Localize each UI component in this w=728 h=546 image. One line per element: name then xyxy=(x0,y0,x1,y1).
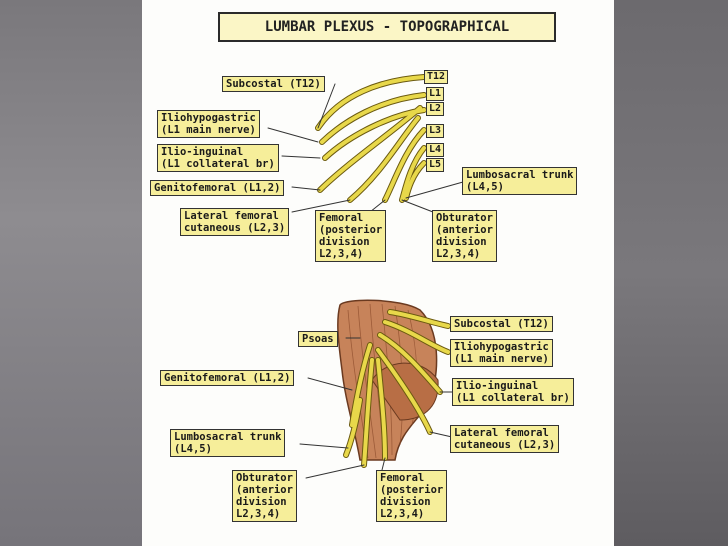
bottom-label-subcostal: Subcostal (T12) xyxy=(450,316,553,332)
bottom-label-femoral: Femoral (posterior division L2,3,4) xyxy=(376,470,448,522)
top-label-subcostal: Subcostal (T12) xyxy=(222,76,325,92)
root-label-l3: L3 xyxy=(426,124,445,138)
bottom-label-psoas: Psoas xyxy=(298,331,338,347)
top-label-iliohypogastric: Iliohypogastric (L1 main nerve) xyxy=(157,110,260,138)
top-label-obturator: Obturator (anterior division L2,3,4) xyxy=(432,210,497,262)
root-label-t12: T12 xyxy=(424,70,449,84)
diagram-title: LUMBAR PLEXUS - TOPOGRAPHICAL xyxy=(218,12,556,42)
bottom-label-obturator: Obturator (anterior division L2,3,4) xyxy=(232,470,297,522)
top-label-ilioinguinal: Ilio-inguinal (L1 collateral br) xyxy=(157,144,279,172)
slide-background-left xyxy=(0,0,142,546)
bottom-nerves xyxy=(299,309,456,479)
bottom-label-ilioinguinal: Ilio-inguinal (L1 collateral br) xyxy=(452,378,574,406)
top-label-lumbosacral: Lumbosacral trunk (L4,5) xyxy=(462,167,578,195)
root-label-l2: L2 xyxy=(426,102,445,116)
root-label-l4: L4 xyxy=(426,143,445,157)
top-nerves xyxy=(267,74,464,213)
root-label-l1: L1 xyxy=(426,87,445,101)
bottom-label-lateral-femoral: Lateral femoral cutaneous (L2,3) xyxy=(450,425,560,453)
top-label-genitofemoral: Genitofemoral (L1,2) xyxy=(150,180,285,196)
slide-background-right xyxy=(614,0,728,546)
bottom-label-iliohypogastric: Iliohypogastric (L1 main nerve) xyxy=(450,339,553,367)
top-label-femoral: Femoral (posterior division L2,3,4) xyxy=(315,210,387,262)
bottom-label-genitofemoral: Genitofemoral (L1,2) xyxy=(160,370,295,386)
bottom-label-lumbosacral: Lumbosacral trunk (L4,5) xyxy=(170,429,286,457)
top-label-lateral-femoral: Lateral femoral cutaneous (L2,3) xyxy=(180,208,290,236)
root-label-l5: L5 xyxy=(426,158,445,172)
